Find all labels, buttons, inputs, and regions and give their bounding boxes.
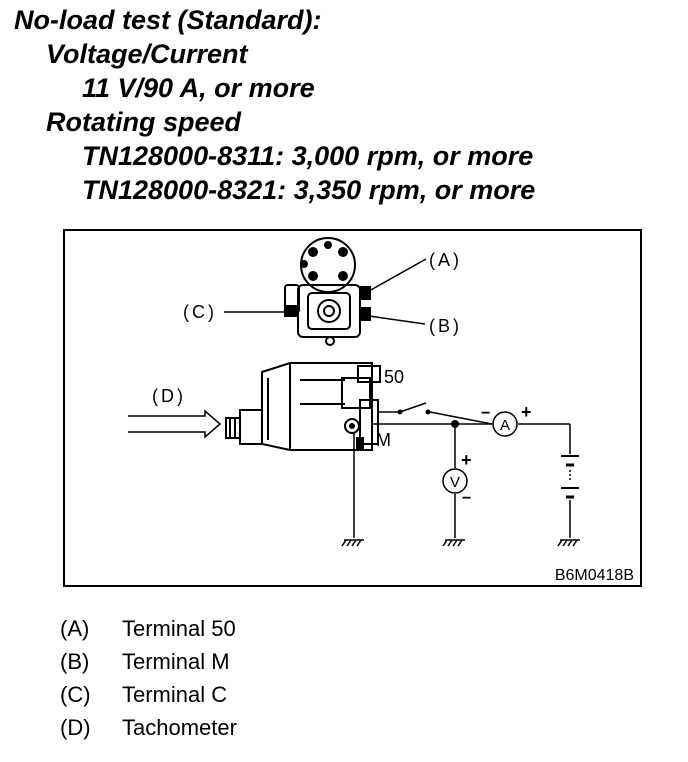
circuit-wiring: [353, 402, 571, 538]
legend-key: (C): [60, 681, 91, 707]
legend-item: (C) Terminal C: [60, 678, 460, 711]
legend-item: (B) Terminal M: [60, 645, 460, 678]
legend-item: (D) Tachometer: [60, 711, 460, 744]
ground-symbol: [442, 539, 465, 547]
callout-a: (A): [429, 250, 462, 270]
ammeter-plus: +: [521, 402, 532, 422]
switch-contact: [397, 409, 403, 415]
page-title: No-load test (Standard):: [14, 5, 322, 35]
starter-side-view: [225, 362, 381, 451]
starter-rear-view: [284, 237, 371, 346]
terminal-m-label: M: [376, 430, 391, 450]
voltmeter-plus: +: [461, 450, 472, 470]
legend-text: Terminal 50: [122, 615, 236, 641]
figure-id: B6M0418B: [555, 567, 634, 584]
terminal-50-label: 50: [384, 367, 404, 387]
rotating-speed-label: Rotating speed: [46, 107, 242, 137]
voltmeter-minus: −: [462, 490, 471, 507]
speed-spec-1: TN128000-8311: 3,000 rpm, or more: [82, 141, 534, 171]
callout-b: (B): [429, 316, 462, 336]
legend-text: Tachometer: [122, 714, 237, 740]
voltage-current-label: Voltage/Current: [46, 39, 248, 69]
legend-key: (A): [60, 615, 90, 641]
switch-contact: [425, 409, 431, 415]
callout-b-leader: [368, 315, 426, 325]
legend-text: Terminal M: [122, 648, 230, 674]
junction-dot: [451, 420, 459, 428]
diagram-frame: [63, 229, 642, 587]
voltmeter-label: V: [450, 474, 460, 491]
ammeter-label: A: [500, 417, 510, 434]
ammeter-minus: −: [481, 405, 490, 422]
legend: (A) Terminal 50 (B) Terminal M (C) Termi…: [60, 612, 460, 744]
legend-key: (B): [60, 648, 90, 674]
legend-item: (A) Terminal 50: [60, 612, 460, 645]
ground-symbol: [341, 539, 364, 547]
callout-c: (C): [183, 302, 217, 322]
legend-key: (D): [60, 714, 91, 740]
legend-text: Terminal C: [122, 681, 228, 707]
ground-symbol: [557, 539, 580, 547]
callout-d: (D): [152, 386, 186, 406]
ammeter: [492, 411, 518, 437]
voltmeter: [442, 468, 468, 494]
callout-a-leader: [368, 258, 427, 292]
speed-spec-2: TN128000-8321: 3,350 rpm, or more: [82, 175, 536, 205]
tachometer-arrow: [128, 409, 222, 439]
voltage-current-value: 11 V/90 A, or more: [82, 73, 315, 103]
battery-symbol: [561, 455, 579, 499]
